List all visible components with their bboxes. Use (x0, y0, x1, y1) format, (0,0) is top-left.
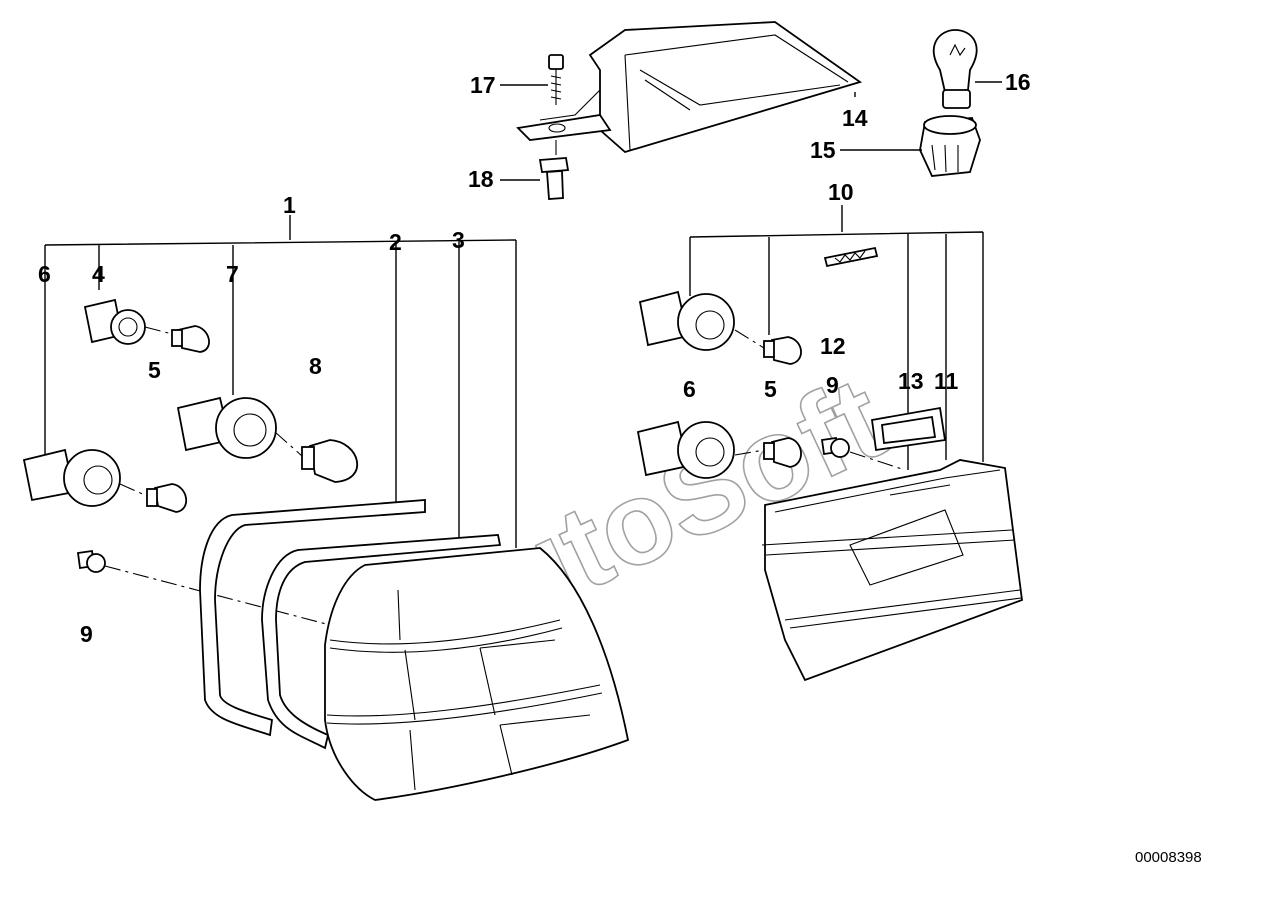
callout-2: 2 (389, 229, 402, 255)
callout-11: 11 (934, 368, 959, 394)
callout-14: 14 (842, 105, 868, 131)
callout-13: 13 (898, 368, 924, 394)
bulb-5-right-lower-icon (734, 437, 802, 468)
tail-light-left (324, 547, 630, 801)
callout-16: 16 (1005, 69, 1031, 95)
callout-5-left-upper: 5 (148, 357, 161, 383)
nut-9-right-icon (820, 436, 906, 471)
clip-nut-18-icon (538, 140, 570, 200)
callout-4: 4 (92, 261, 105, 287)
bulb-5-right-upper-icon (734, 329, 802, 365)
bracket-10 (689, 205, 984, 470)
callout-10: 10 (828, 179, 854, 205)
bulb-socket-7-icon (176, 396, 277, 459)
bulb-8-icon (274, 431, 359, 483)
callout-6-right: 6 (683, 376, 696, 402)
bulb-5-upper-icon (144, 325, 210, 353)
callout-9-left: 9 (80, 621, 93, 647)
callout-15: 15 (810, 137, 836, 163)
bulb-socket-6-right-lower-icon (636, 420, 735, 479)
callout-3: 3 (452, 227, 465, 253)
bulb-socket-4-icon (83, 298, 146, 345)
screw-17-icon (548, 54, 564, 105)
bulb-socket-6-left-icon (22, 448, 121, 507)
callout-8: 8 (309, 353, 322, 379)
nut-9-left-icon (76, 549, 331, 626)
tail-light-inner-right (761, 459, 1023, 682)
callout-18: 18 (468, 166, 494, 192)
callout-6-left: 6 (38, 261, 51, 287)
gasket-2 (199, 499, 426, 737)
bracket-1 (44, 215, 517, 548)
callout-17: 17 (470, 72, 496, 98)
document-number: 00008398 (1135, 849, 1202, 866)
callout-5-right: 5 (764, 376, 777, 402)
lens-13-icon (870, 406, 947, 452)
bulb-16-icon (932, 29, 978, 109)
bulb-5-lower-icon (119, 483, 187, 513)
callout-9-right: 9 (826, 372, 839, 398)
bulb-socket-15-icon (919, 115, 981, 177)
festoon-bulb-12-icon (823, 246, 879, 268)
callout-12: 12 (820, 333, 846, 359)
bulb-socket-6-right-upper-icon (638, 290, 735, 351)
callout-1: 1 (283, 192, 296, 218)
third-brake-light-housing (516, 21, 863, 154)
callout-7: 7 (226, 261, 239, 287)
